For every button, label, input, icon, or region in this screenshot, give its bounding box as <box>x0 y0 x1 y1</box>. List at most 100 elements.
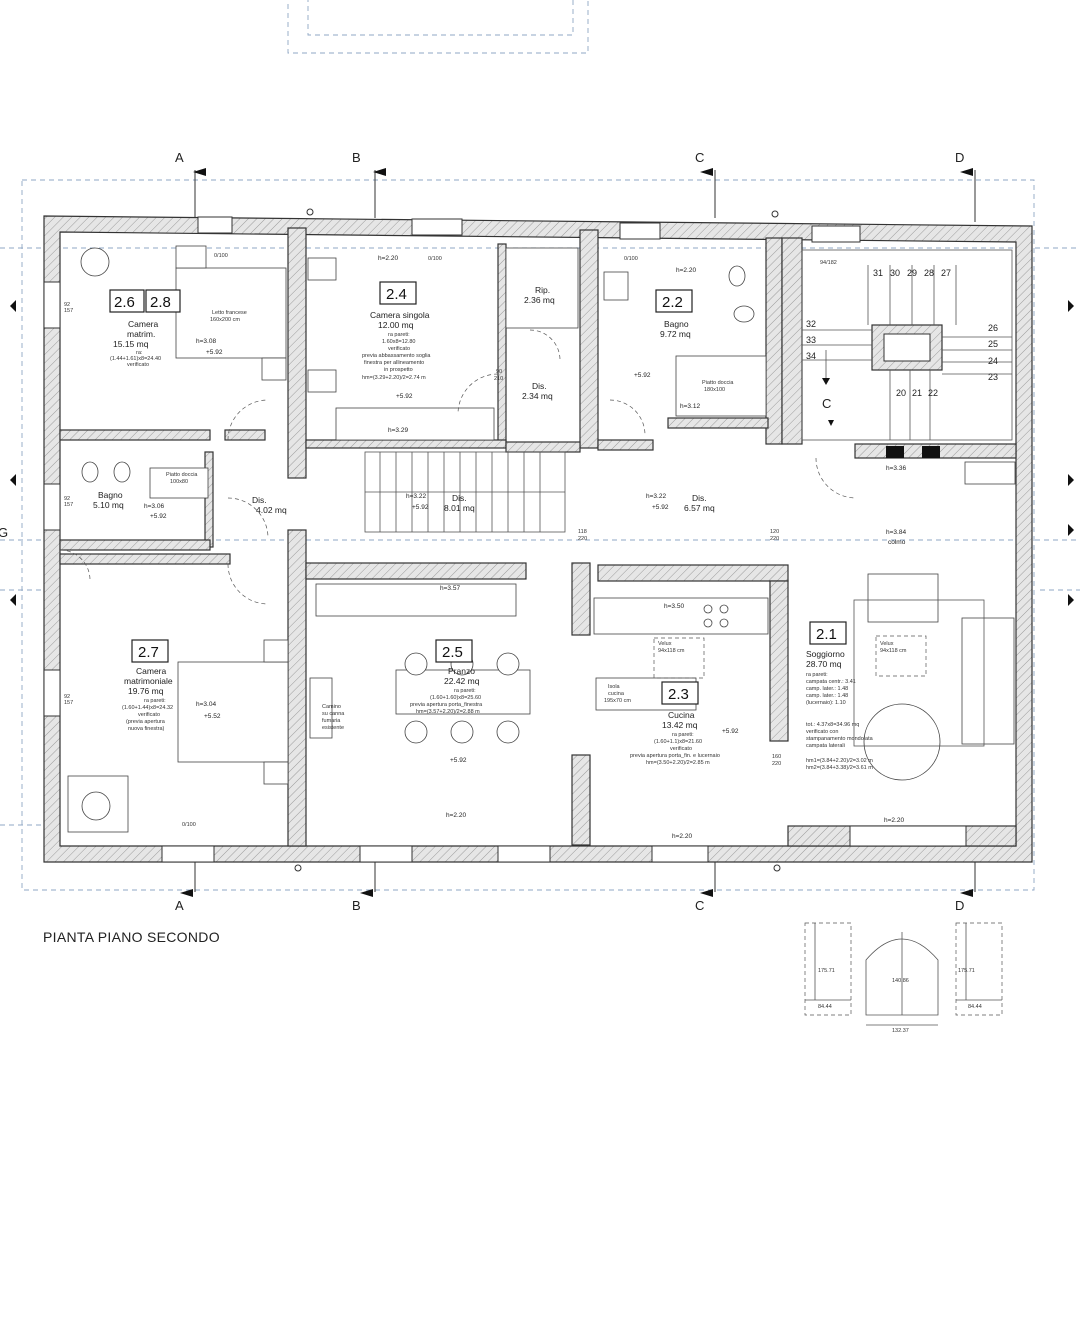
room-height: h=3.84 <box>886 529 906 536</box>
room-area: 13.42 mq <box>662 720 698 730</box>
room-height: h=3.22 <box>406 493 426 500</box>
room-height: h=3.08 <box>196 338 216 345</box>
room-height: h=3.57 <box>440 585 460 592</box>
room-note: hm=(3.57+2.20)/2=2.88 m <box>416 709 480 715</box>
room-ridge: colmo <box>888 539 906 546</box>
furniture-label: Velux <box>880 641 894 647</box>
central-stairs <box>364 451 566 533</box>
furniture-label: 100x80 <box>170 479 188 485</box>
room-level: +5.92 <box>150 513 167 520</box>
room-2-6: 2.6 2.8 Camera matrim. 15.15 mq ra: (1.4… <box>109 289 247 368</box>
room-dis-4-02: Dis. 4.02 mq <box>252 495 287 515</box>
room-code: 2.4 <box>386 286 407 303</box>
furniture-label: fumaria <box>322 718 341 724</box>
room-name-2: matrimoniale <box>124 676 173 686</box>
door-dim: 118 <box>578 529 587 535</box>
window-dim: 94/182 <box>820 260 837 266</box>
room-height-top: h=2.20 <box>378 255 398 262</box>
furniture-label: su canna <box>322 711 345 717</box>
room-dis-8-01: Dis. 8.01 mq h=3.22 +5.92 <box>406 493 475 513</box>
doors <box>59 329 857 605</box>
room-note: hm1=(3.84+2.20)/2=3.02 m <box>806 758 873 764</box>
room-area: 4.02 mq <box>256 505 287 515</box>
room-note: (1.60+1.1)x8=21.60 <box>654 739 702 745</box>
window-dim: 157 <box>64 700 73 706</box>
stair-block <box>801 249 1013 458</box>
window-dim: 157 <box>64 308 73 314</box>
grid-axes <box>10 168 1074 897</box>
room-note: ra pareti: <box>144 698 166 704</box>
detail-dim: 132.37 <box>892 1028 909 1034</box>
room-level: +5.92 <box>396 393 413 400</box>
room-height-bottom: h=2.20 <box>672 833 692 840</box>
furniture-label: Piatto doccia <box>702 380 734 386</box>
room-code: 2.6 <box>114 294 135 311</box>
room-code: 2.7 <box>138 644 159 661</box>
room-note: previa apertura porta_fin. e lucernaio <box>630 753 720 759</box>
room-name: Dis. <box>532 381 547 391</box>
room-name: Bagno <box>98 490 123 500</box>
room-note: (lucernaio): 1.10 <box>806 700 846 706</box>
room-code: 2.1 <box>816 626 837 643</box>
furniture-label: 94x118 cm <box>658 648 685 654</box>
window-label: 0/100 <box>428 256 442 262</box>
room-name: Camera singola <box>370 310 430 320</box>
room-level: +5.92 <box>450 757 467 764</box>
door-dim: 210 <box>494 376 503 382</box>
window-label: 0/100 <box>214 253 228 259</box>
room-note: previa abbassamento soglia <box>362 353 431 359</box>
window-dim: 92 <box>64 496 70 502</box>
furniture-label: Isola <box>608 684 621 690</box>
room-name: Rip. <box>535 285 550 295</box>
room-level: +5.92 <box>206 349 223 356</box>
door-dim: 160 <box>772 754 781 760</box>
stair-step-23: 23 <box>988 372 998 382</box>
room-note: campata laterali <box>806 743 845 749</box>
window-dim: 92 <box>64 302 70 308</box>
room-area: 9.72 mq <box>660 329 691 339</box>
columns <box>294 208 781 872</box>
room-note: verificato <box>670 746 692 752</box>
room-note: hm2=(3.84+3.38)/2=3.61 m <box>806 765 873 771</box>
detail-dim: 84.44 <box>968 1004 982 1010</box>
room-level: +5.92 <box>652 504 669 511</box>
room-2-2: 2.2 Bagno 9.72 mq h=3.12 h=2.20 +5.92 Pi… <box>634 267 734 410</box>
axis-label-top-c: C <box>695 150 704 165</box>
room-note: nuova finestra) <box>128 726 165 732</box>
room-2-5: 2.5 Pranzo 22.42 mq ra pareti: (1.60+1.6… <box>322 585 483 819</box>
room-code: 2.2 <box>662 294 683 311</box>
room-height: h=3.22 <box>646 493 666 500</box>
room-height: h=3.29 <box>388 427 408 434</box>
section-label-g: G <box>0 525 8 540</box>
room-area: 22.42 mq <box>444 676 480 686</box>
room-2-4: 2.4 Camera singola 12.00 mq ra pareti: 1… <box>362 255 431 434</box>
room-code: 2.5 <box>442 644 463 661</box>
stair-step-28: 28 <box>924 268 934 278</box>
furniture-label: 195x70 cm <box>604 698 631 704</box>
room-note: previa apertura porta_finestra <box>410 702 483 708</box>
stair-step-22: 22 <box>928 388 938 398</box>
stair-step-27: 27 <box>941 268 951 278</box>
room-height: h=3.50 <box>664 603 684 610</box>
room-name: Pranzo <box>448 666 475 676</box>
room-name: Dis. <box>252 495 267 505</box>
furniture-label: 180x100 <box>704 387 725 393</box>
detail-dim: 175.71 <box>958 968 975 974</box>
door-dim: 120 <box>770 529 779 535</box>
room-height-stair: h=3.36 <box>886 465 906 472</box>
room-rip: Rip. 2.36 mq <box>524 285 555 305</box>
dimension-labels: 0/100 0/100 0/100 94/182 92 157 92 157 9… <box>64 253 837 828</box>
room-note: in prospetto <box>384 367 413 373</box>
room-name-2: matrim. <box>127 329 155 339</box>
furniture-label: Camino <box>322 704 341 710</box>
room-note: verificato con <box>806 729 838 735</box>
room-code-2: 2.8 <box>150 294 171 311</box>
room-area: 28.70 mq <box>806 659 842 669</box>
stair-step-33: 33 <box>806 335 816 345</box>
stair-step-25: 25 <box>988 339 998 349</box>
stair-step-34: 34 <box>806 351 816 361</box>
window-details: 175.71 84.44 140.86 132.37 175.71 84.44 <box>804 922 1003 1034</box>
room-dis-6-57: Dis. 6.57 mq h=3.22 +5.92 <box>646 493 715 513</box>
room-note: stampanamento mondolata <box>806 736 874 742</box>
furniture-label: Velux <box>658 641 672 647</box>
